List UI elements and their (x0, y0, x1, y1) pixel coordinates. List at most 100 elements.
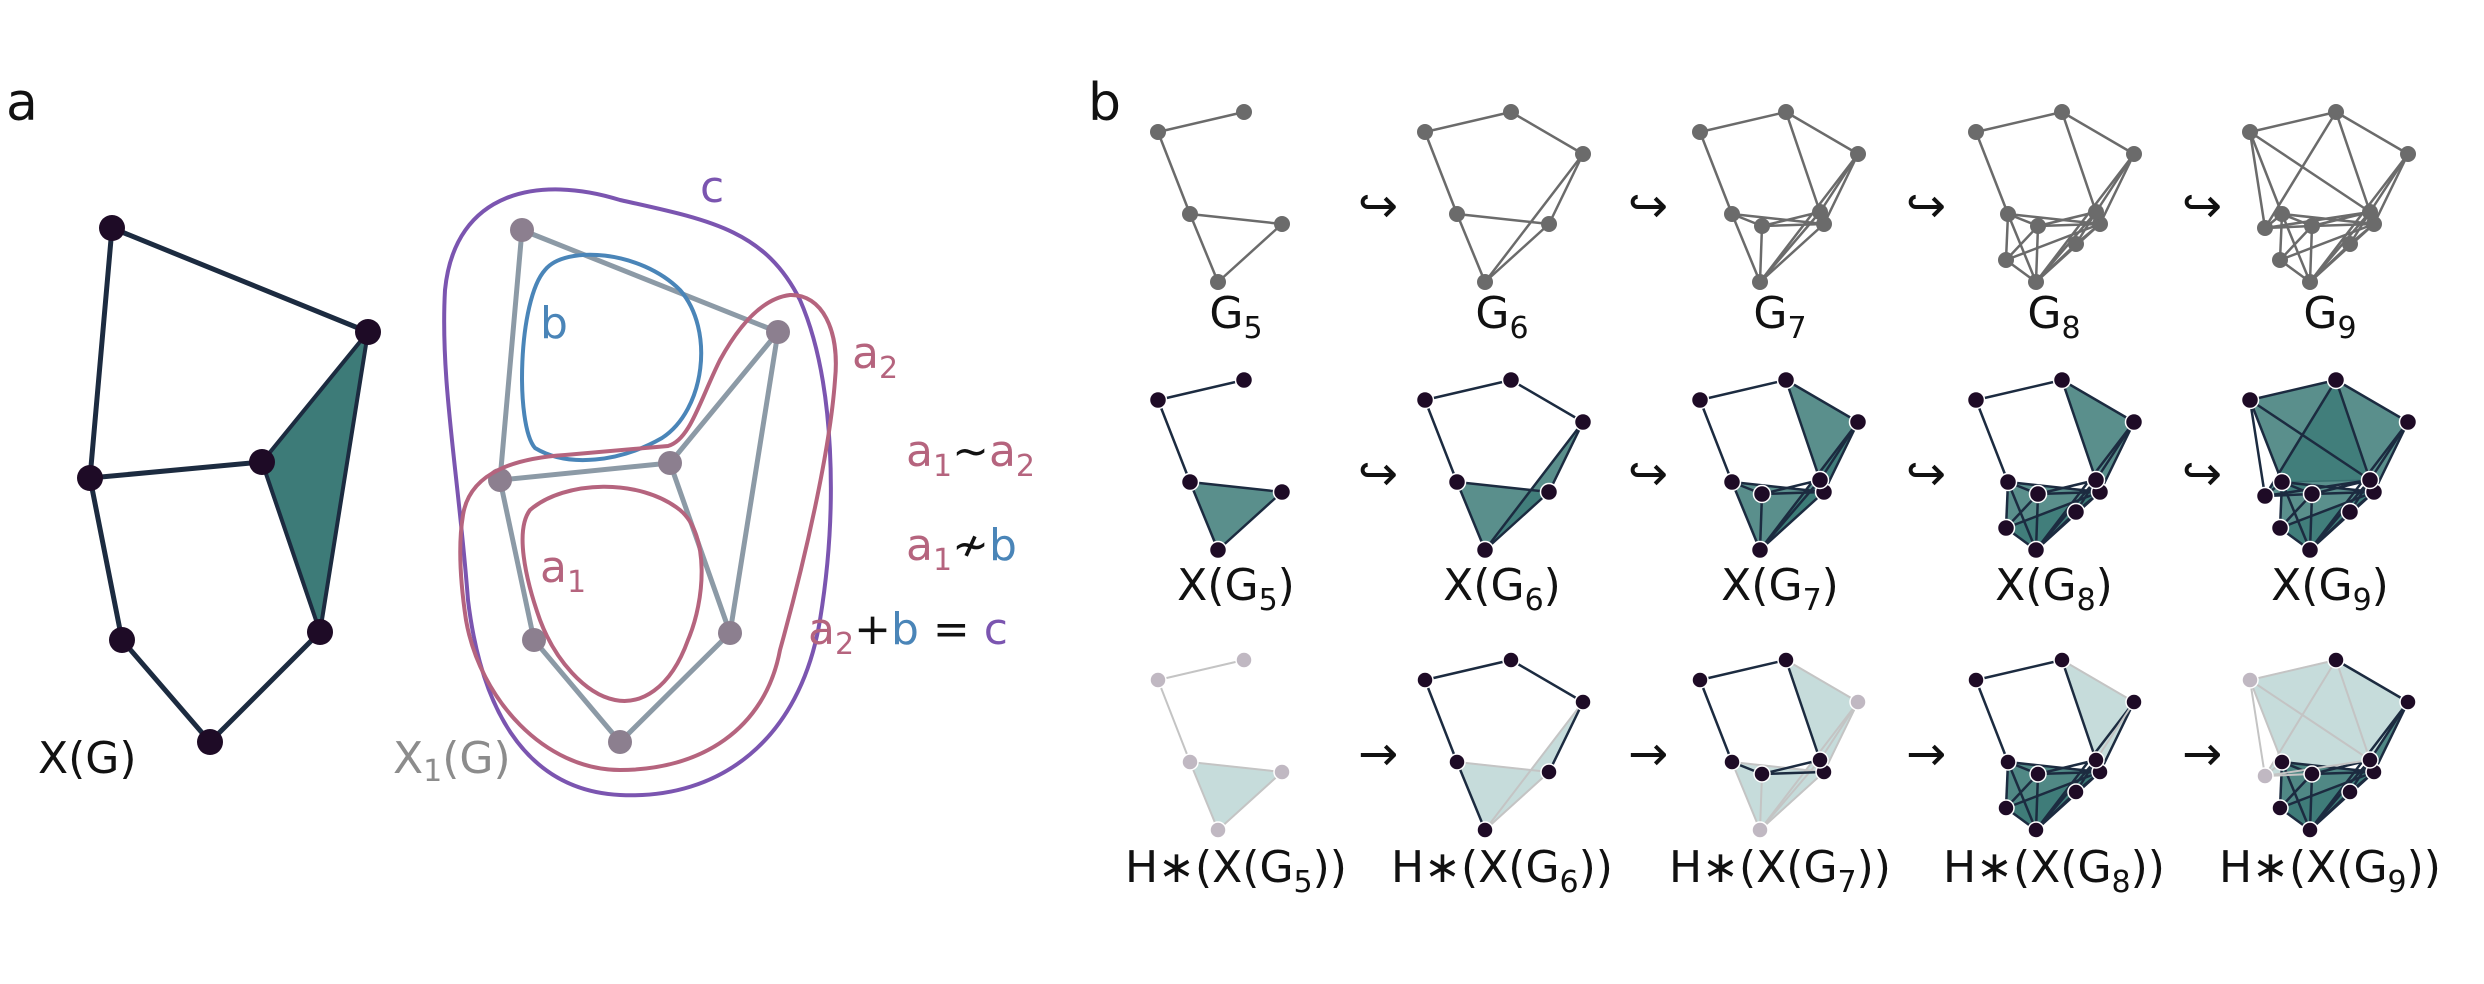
complex-edge (1456, 480, 1550, 494)
highlight-node (1753, 765, 1771, 783)
faded-edge (1759, 773, 1763, 831)
complex-node (1234, 370, 1254, 390)
graph-node (2342, 236, 2358, 252)
stage-1-0 (1148, 370, 1292, 560)
cycle-b (520, 252, 704, 463)
graph-node (1150, 124, 1166, 140)
stage-label-1-4: X(G9) (2271, 560, 2389, 618)
graph-edge (2248, 131, 2284, 215)
highlight-node (1448, 753, 1466, 771)
complex-edge (2249, 398, 2371, 482)
highlight-node (1540, 763, 1558, 781)
highlight-node (2271, 799, 2289, 817)
faded-edge (1217, 771, 1283, 831)
highlight-node (1811, 751, 1829, 769)
complex-node (1573, 412, 1593, 432)
complex-edge (1758, 493, 1764, 551)
highlight-edge (1424, 658, 1512, 682)
graph-node (2030, 218, 2046, 234)
complex-node (1415, 390, 1435, 410)
graph-edge (2035, 243, 2077, 283)
highlight-node (2303, 765, 2321, 783)
inclusion-arrow: ↪ (1628, 178, 1668, 234)
faded-edge (1189, 761, 1283, 773)
complex-node (1539, 482, 1559, 502)
graph-edge (1975, 110, 2063, 134)
inclusion-arrow: → (1628, 726, 1668, 782)
complex-node (2086, 470, 2106, 490)
graph-node (1477, 274, 1493, 290)
graph-edge (2368, 153, 2410, 213)
complex-node (1966, 390, 1986, 410)
faded-edge (1157, 679, 1191, 763)
highlight-node (1476, 821, 1494, 839)
graph-node (2088, 204, 2104, 220)
graph-edge (2061, 110, 2135, 156)
graph-edge (2098, 153, 2136, 225)
graph-node (1575, 146, 1591, 162)
graph-node (1812, 204, 1828, 220)
highlight-node (2327, 651, 2345, 669)
graph-node (1182, 206, 1198, 222)
highlight-node (2273, 753, 2291, 771)
inclusion-arrow: ↪ (1358, 178, 1398, 234)
graph-edge (2309, 243, 2351, 283)
graph-edge (1484, 153, 1584, 283)
graph-edge (1188, 213, 1220, 283)
stage-label-2-2: H∗(X(G7)) (1669, 842, 1891, 900)
stage-0-0 (1150, 104, 1290, 290)
inclusion-arrow: → (2182, 726, 2222, 782)
faded-edge (1731, 761, 1825, 773)
highlight-edge (1974, 679, 2010, 763)
graph-node (1850, 146, 1866, 162)
complex-node (1148, 390, 1168, 410)
inclusion-arrow: → (1358, 726, 1398, 782)
complex-edge (1157, 378, 1245, 402)
complex-edge (1188, 481, 1220, 551)
highlight-edge (2037, 758, 2097, 776)
complex-node (1848, 412, 1868, 432)
inclusion-arrow: ↪ (2182, 446, 2222, 502)
graph-edge (1189, 212, 1283, 226)
graph-edge (1761, 222, 1825, 228)
highlight-edge (1455, 761, 1487, 831)
stage-label-1-3: X(G8) (1995, 560, 2113, 618)
stage-label-2-1: H∗(X(G6)) (1391, 842, 1613, 900)
faded-node (1751, 821, 1769, 839)
graph-edge (1784, 111, 1822, 213)
complex-edge (2308, 493, 2314, 551)
complex-node (2028, 484, 2048, 504)
graph-node (2362, 204, 2378, 220)
highlight-node (2361, 751, 2379, 769)
skeleton-x1g: c b a2 a1 X1(G) (393, 162, 898, 798)
stage-label-2-4: H∗(X(G9)) (2219, 842, 2441, 900)
complex-edge (2037, 478, 2097, 496)
xg-label: X(G) (38, 733, 137, 784)
stage-label-0-1: G6 (1475, 288, 1528, 346)
complex-edge (2368, 421, 2410, 481)
cycle-c-label: c (700, 162, 724, 213)
graph-node (2126, 146, 2142, 162)
graph-node (1778, 104, 1794, 120)
complex-node (2026, 540, 2046, 560)
relation-sum: a2+b=c (808, 604, 1008, 662)
graph-edge (1698, 131, 1734, 215)
graph-edge (1157, 110, 1245, 134)
highlight-edge (2035, 701, 2135, 831)
highlight-edge (2308, 773, 2314, 831)
highlight-edge (2309, 701, 2409, 831)
panel-a-letter: a (6, 73, 38, 133)
graph-node (1503, 104, 1519, 120)
graph-node (2274, 206, 2290, 222)
inclusion-arrow: ↪ (1628, 446, 1668, 502)
complex-edge (1484, 421, 1584, 551)
complex-node (2240, 390, 2260, 410)
complex-node (2340, 502, 2360, 522)
complex-edge (1974, 399, 2010, 483)
complex-node (1776, 370, 1796, 390)
relations: a1~a2 a1≁b a2+b=c (808, 426, 1035, 662)
highlight-edge (2372, 701, 2410, 773)
graph-edge (1818, 153, 1860, 213)
faded-edge (2061, 659, 2135, 703)
